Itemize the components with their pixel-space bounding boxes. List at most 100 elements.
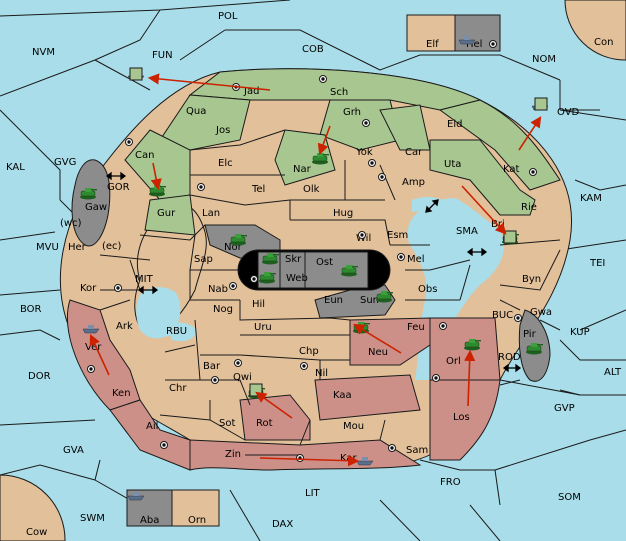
land-label: Amp <box>402 177 425 188</box>
sea-label: COB <box>302 44 324 55</box>
double-arrow-icon <box>466 247 488 257</box>
land-label: Qua <box>186 106 206 117</box>
double-arrow-icon <box>137 285 159 295</box>
sea-label: GVG <box>54 157 76 168</box>
unit-owner-box <box>249 383 263 397</box>
supply-center-dot <box>300 362 308 370</box>
land-label: Zin <box>225 449 241 460</box>
land-label: Car <box>405 147 423 158</box>
land-label: Gwa <box>530 307 552 318</box>
sea-label: DAX <box>272 519 293 530</box>
land-label: Olk <box>303 184 320 195</box>
island-elf-hel <box>406 14 501 52</box>
land-label: Elf <box>426 39 439 50</box>
land-label: Pir <box>523 329 537 340</box>
supply-center-dot <box>358 231 366 239</box>
land-label: Jad <box>243 86 259 97</box>
supply-center-dot <box>529 168 537 176</box>
unit-owner-box <box>534 97 548 111</box>
land-label: Uru <box>254 322 272 333</box>
land-label: Hel <box>466 39 482 50</box>
land-label: Gur <box>157 208 176 219</box>
land-label: Jos <box>215 125 230 136</box>
land-label: Grh <box>343 107 361 118</box>
sea-label: DOR <box>28 371 51 382</box>
sea-label: KAM <box>580 193 602 204</box>
supply-center-dot <box>432 374 440 382</box>
sea-label: GOR <box>107 182 130 193</box>
land-label: (ec) <box>102 241 122 252</box>
black-power-territory <box>237 249 391 291</box>
unit-owner-box <box>503 230 517 244</box>
land-label: Kaa <box>333 390 352 401</box>
internal-borders <box>99 129 561 456</box>
land-label: Ken <box>112 388 131 399</box>
land-label: Obs <box>418 284 437 295</box>
land-label: Skr <box>285 254 302 265</box>
supply-center-dot <box>87 365 95 373</box>
land-label: Nil <box>315 368 328 379</box>
sea-label: BUC <box>492 310 513 321</box>
supply-center-dot <box>125 138 133 146</box>
land-label: Ver <box>85 342 102 353</box>
sea-label: RBU <box>166 326 187 337</box>
double-arrow-icon <box>502 363 522 373</box>
land-label: (wc) <box>60 218 82 229</box>
move-arrow <box>89 333 110 376</box>
land-label: Nar <box>293 164 312 175</box>
red-power-territories <box>66 299 501 471</box>
supply-center-dot <box>378 173 386 181</box>
land-label: Uta <box>444 159 461 170</box>
land-label: Lan <box>202 208 220 219</box>
supply-center-dot <box>368 159 376 167</box>
sea-label: Con <box>594 37 613 48</box>
sea-label: OVD <box>557 107 580 118</box>
sea-label: FRO <box>440 477 461 488</box>
move-arrow <box>518 116 542 151</box>
supply-center-dot <box>388 444 396 452</box>
land-label: Ail <box>146 421 158 432</box>
supply-center-dot <box>514 314 522 322</box>
supply-center-dot <box>296 454 304 462</box>
sea-label: KAL <box>6 162 25 173</box>
land-label: Kat <box>503 164 520 175</box>
double-arrow-icon <box>425 199 439 213</box>
sea-label: ALT <box>604 367 622 378</box>
order-arrows <box>89 73 542 467</box>
sea-label: GVA <box>63 445 84 456</box>
move-arrow <box>464 349 476 407</box>
land-label: Ost <box>316 257 333 268</box>
move-arrow <box>353 323 402 354</box>
land-label: Mou <box>343 421 364 432</box>
move-arrow <box>147 73 271 91</box>
land-label: Gaw <box>85 202 107 213</box>
land-label: Byn <box>522 274 541 285</box>
canal-arrows <box>105 171 522 373</box>
land-label: Ark <box>116 321 133 332</box>
sea-label: FUN <box>152 50 173 61</box>
sea-label: SOM <box>558 492 581 503</box>
move-arrow <box>150 162 162 191</box>
land-label: Sun <box>360 295 379 306</box>
land-label: Tel <box>251 184 265 195</box>
land-label: Rie <box>521 202 537 213</box>
move-arrow <box>461 185 507 235</box>
land-label: Sch <box>330 87 348 98</box>
sea-label: SWM <box>80 513 105 524</box>
land-label: Sot <box>219 418 235 429</box>
land-label: Her <box>68 242 87 253</box>
supply-center-dot <box>250 275 258 283</box>
land-label: Hil <box>252 299 265 310</box>
supply-center-dot <box>160 441 168 449</box>
move-arrow <box>317 125 331 156</box>
land-label: Nog <box>213 304 233 315</box>
unit-owner-box <box>129 67 143 81</box>
island-aba-orn <box>126 489 220 527</box>
sea-label: POL <box>218 11 238 22</box>
move-arrow <box>259 455 360 467</box>
land-label: Hug <box>333 208 353 219</box>
land-label: Orl <box>446 356 461 367</box>
sea-labels: POL NVM FUN COB NOM Con OVD KAL GVG GOR … <box>6 11 622 538</box>
land-label: Chr <box>169 383 187 394</box>
